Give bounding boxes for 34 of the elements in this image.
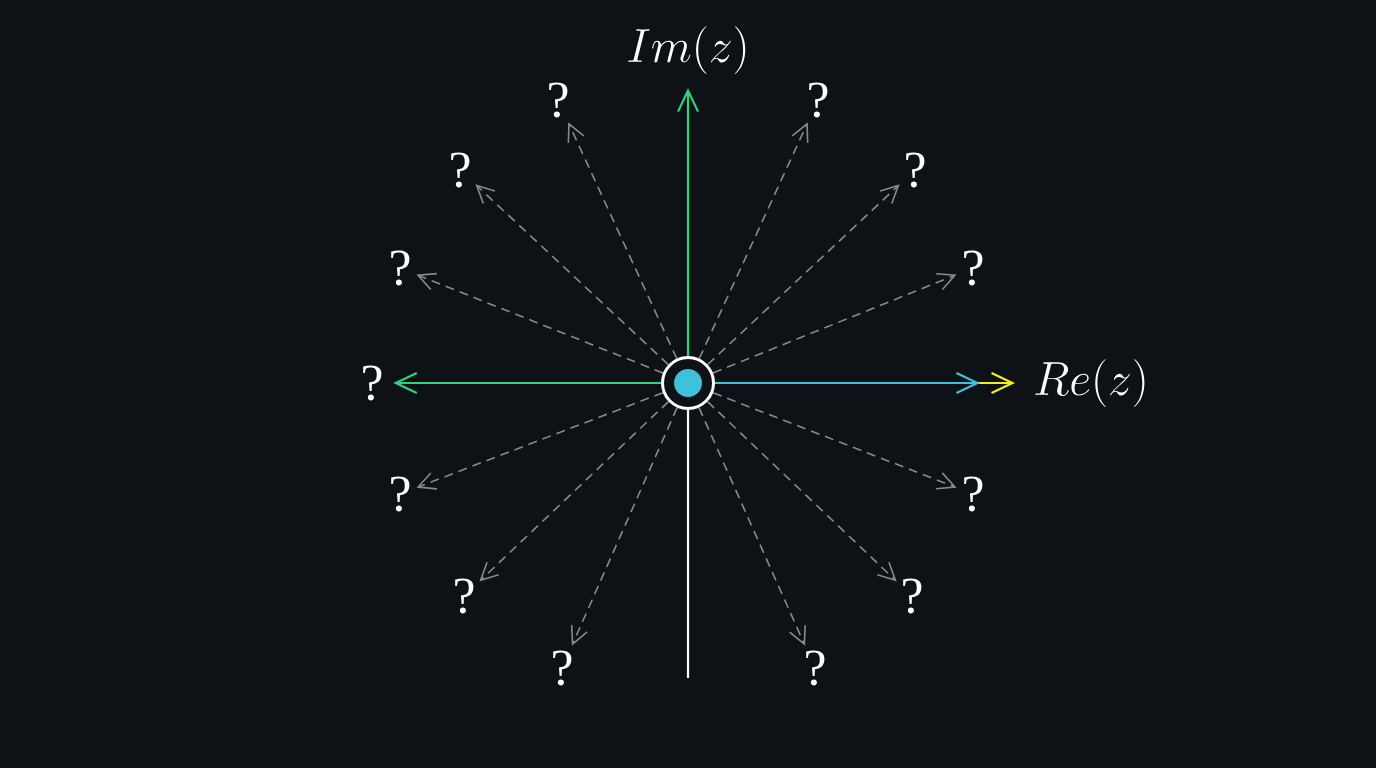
question-mark: ? — [549, 82, 568, 118]
dashed-arrow — [712, 272, 957, 374]
dashed-arrow — [698, 406, 806, 646]
arrow — [977, 372, 1016, 394]
axis-label: $Re(z)$ — [1035, 359, 1145, 407]
question-mark: ? — [391, 476, 410, 512]
question-mark: ? — [903, 578, 922, 614]
dashed-arrow — [416, 272, 664, 374]
origin-ring — [661, 356, 715, 410]
question-mark: ? — [391, 250, 410, 286]
arrow — [715, 372, 980, 394]
question-mark: ? — [809, 82, 828, 118]
dashed-arrow — [475, 184, 670, 366]
arrow — [677, 88, 699, 356]
dashed-arrow — [479, 400, 670, 582]
question-mark: ? — [553, 650, 572, 686]
dashed-arrow — [706, 400, 897, 582]
dashed-arrow — [698, 122, 809, 360]
origin-dot — [674, 369, 702, 397]
dashed-arrow — [570, 406, 678, 646]
question-mark: ? — [906, 152, 925, 188]
arrow — [393, 372, 661, 394]
line — [686, 410, 690, 678]
dashed-arrow — [567, 122, 678, 360]
dashed-arrow — [712, 392, 957, 490]
question-mark: ? — [964, 250, 983, 286]
question-mark: ? — [964, 476, 983, 512]
question-mark: ? — [451, 152, 470, 188]
question-mark: ? — [455, 578, 474, 614]
dashed-arrow — [416, 391, 664, 490]
dashed-arrow — [706, 184, 900, 366]
question-mark: ? — [806, 650, 825, 686]
axis-label: $Im(z)$ — [628, 26, 746, 74]
question-mark: ? — [363, 365, 382, 401]
